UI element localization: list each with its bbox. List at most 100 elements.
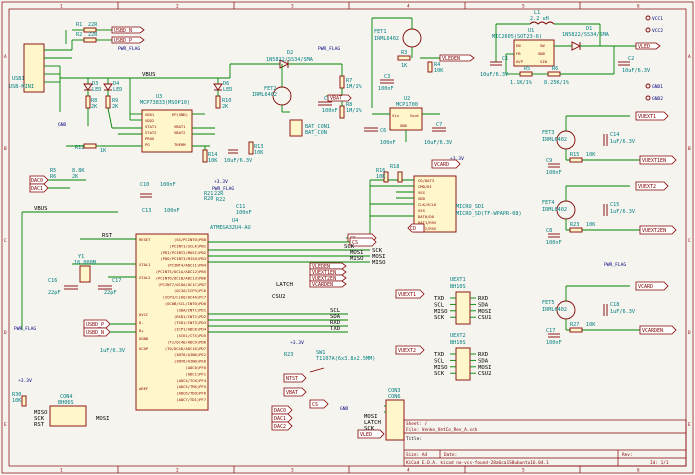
con4-right-mosi: MOSI xyxy=(96,416,109,422)
led-d3-value: LED xyxy=(92,87,101,93)
cd-label xyxy=(407,223,425,233)
mcu-rpin: (ADC0)PF0 xyxy=(185,365,206,370)
ext-fet-r-value: 10K xyxy=(586,222,596,228)
frame-row-c: C xyxy=(4,238,7,244)
mcu-rpin: (ADC6/TDO)PF6 xyxy=(176,391,206,396)
charger-pin-vbat2: VBAT2 xyxy=(174,130,185,135)
charger-section: U3 MCP73833(MSOP10) VDD1 VDD2 STAT1 STAT… xyxy=(58,78,264,164)
con4-row-rst: RST xyxy=(34,422,45,428)
mcu-rpin: (PCINT1/SCLK)PB1 xyxy=(169,243,206,248)
con3-value: CON6 xyxy=(388,394,401,400)
mosi-net: MOSI xyxy=(350,250,363,256)
r12-ref: R12 xyxy=(75,145,84,151)
frame-row-e-right: E xyxy=(688,422,691,428)
r6-boost-value: 8.25K/1% xyxy=(544,80,570,86)
usbd-n-label-mcu xyxy=(83,327,111,337)
r8-divider xyxy=(339,105,345,119)
battery-label-2: BAT_CON xyxy=(305,130,327,136)
uext-left-pin: TXD xyxy=(434,352,445,358)
usb-r1-ref: R1 xyxy=(76,22,82,28)
rst-net: RST xyxy=(102,233,113,239)
usbd-p-label-mcu xyxy=(83,319,111,329)
mcu-rpin: (SDA/INT1)PD1 xyxy=(176,307,206,312)
mcu-rpin: (ICP1/ADC8)PD4 xyxy=(174,327,207,332)
mcu-nets: CS SCK MOSI MISO VLEDEN VUEXT1EN VUEXT2E… xyxy=(208,237,377,431)
r8-divider-ref: R8 xyxy=(346,102,352,108)
boost-pin-fb: FB xyxy=(516,51,521,56)
cd-label-text: CD xyxy=(410,226,416,232)
c7-value: 10uF/6.3V xyxy=(424,140,452,146)
vbus-net-mcu: VBUS xyxy=(34,206,47,212)
frame-col-1-bottom: 1 xyxy=(60,468,63,474)
r4-ref: R4 xyxy=(434,62,440,68)
crystal-ref: Y1 xyxy=(78,254,84,260)
vbat-label-top-text: VBAT xyxy=(330,96,342,102)
sd-pin-5: CLK/SCLK xyxy=(418,202,437,207)
frame-row-a: A xyxy=(4,54,7,60)
mcu-rpin: (OC3A/ICP3)PC6 xyxy=(174,288,207,293)
r7 xyxy=(339,75,345,89)
con4-section: CON4 BH06S MISO SCK RST MOSI R30 10K +3.… xyxy=(12,378,109,428)
con4-ref: CON4 xyxy=(60,394,73,400)
led-d3-ref: D3 xyxy=(92,81,98,87)
frame-row-a-right: A xyxy=(688,54,691,60)
led-d4-ref: D4 xyxy=(113,81,119,87)
r10-value: 2K xyxy=(222,104,229,110)
vled-label-text: VLED xyxy=(638,44,650,50)
r10-ref: R10 xyxy=(222,98,231,104)
charger-pin-ep: EP(GND) xyxy=(172,112,188,117)
dac0-label-mcu xyxy=(271,405,293,415)
con4-body xyxy=(49,405,87,427)
c17-ref: C17 xyxy=(112,278,121,284)
frame-col-3: 3 xyxy=(291,4,294,10)
usb-section: USB1 USB-MINI R1 22R R2 22R USBD_N USBD_… xyxy=(9,22,230,112)
uext-right-pin: MOSI xyxy=(478,365,491,371)
uext-body xyxy=(455,347,471,381)
vcard-label-sd-text: VCARD xyxy=(434,162,449,168)
frame-col-4-bottom: 4 xyxy=(407,468,410,474)
r18 xyxy=(397,171,403,183)
uext-ref: UEXT1 xyxy=(450,277,466,283)
l1-inductor xyxy=(529,21,555,25)
r20-ref: R20 xyxy=(204,196,213,202)
fet1-value: IRML6402 xyxy=(374,36,399,42)
vuext2en-label-mcu-text: VUEXT2EN xyxy=(312,276,336,282)
uext-left-pin: SCL xyxy=(434,302,445,308)
frame-row-d-right: D xyxy=(688,330,691,336)
usbd-p-label-mcu-text: USBD_P xyxy=(86,322,104,328)
miso-net: MISO xyxy=(350,256,364,262)
uext-left-pin: MISO xyxy=(434,365,448,371)
led-d4: D4 LED R9 2K xyxy=(103,78,122,129)
tb-size: Size: A4 xyxy=(406,452,428,458)
battery-section: D2 1N5822/SS34/SMA FET2 IRML6402 BAT_CON… xyxy=(229,46,362,137)
uext-body xyxy=(455,291,471,325)
v33-mcu-text: +3.3V xyxy=(214,179,228,185)
sd-pin-8: DAT1/RSV xyxy=(418,220,437,225)
charger-value: MCP73833(MSOP10) xyxy=(140,100,190,106)
sck-net: SCK xyxy=(344,244,355,250)
mcu-lpin-aref: AREF xyxy=(139,386,149,391)
uext-right-pin: RXD xyxy=(478,296,489,302)
mcu-rpin: (T0/OC4D/ADC10)PD7 xyxy=(165,346,206,351)
usbd-n-label-mcu-text: USBD_N xyxy=(86,330,104,336)
usb-r2 xyxy=(83,37,97,43)
uext-left-pin: TXD xyxy=(434,296,445,302)
mcu-rpin: (TXD1/INT3)PD3 xyxy=(174,320,206,325)
ext-fet-c2-ref: C8 xyxy=(546,228,552,234)
mcu-rpin: (RXD1/INT2)PD2 xyxy=(174,314,206,319)
mcp1700-pin-vout: Vout xyxy=(410,113,419,118)
crystal-y1 xyxy=(79,265,91,283)
mcu-rpin: (ADC1)PF1 xyxy=(185,371,206,376)
frame-row-b-right: B xyxy=(688,146,691,152)
dac-r2-value: 2K xyxy=(72,174,79,180)
r5-boost xyxy=(519,71,533,77)
usbd-p-label xyxy=(111,36,145,44)
usb-r1-value: 22R xyxy=(88,22,98,28)
mcu-rpin: (ADC5/TMS)PF5 xyxy=(176,384,206,389)
title-block: Sheet: / File: Venko_VetCo_Rev_A.sch Tit… xyxy=(403,419,687,467)
ext-fet-value: IRML6402 xyxy=(542,207,567,213)
